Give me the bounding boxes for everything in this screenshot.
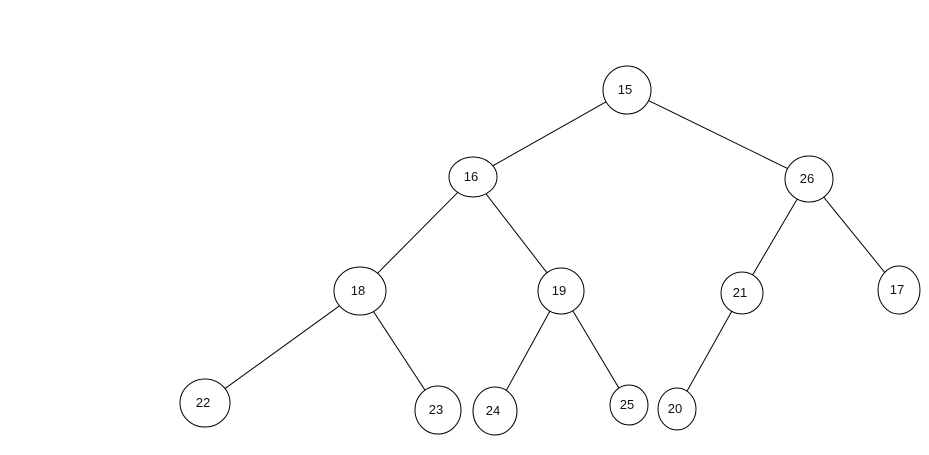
tree-node-22: 22 bbox=[179, 378, 231, 428]
tree-node-20: 20 bbox=[657, 387, 697, 431]
node-label: 24 bbox=[486, 403, 500, 418]
tree-node-23: 23 bbox=[414, 385, 462, 435]
tree-node-17: 17 bbox=[877, 265, 921, 315]
node-label: 18 bbox=[351, 283, 365, 298]
tree-edge-15-16 bbox=[492, 101, 607, 167]
node-label: 22 bbox=[196, 395, 210, 410]
tree-edge-15-26 bbox=[648, 100, 788, 169]
tree-node-25: 25 bbox=[609, 384, 649, 426]
tree-edge-18-22 bbox=[224, 305, 340, 389]
node-circle bbox=[720, 271, 764, 315]
tree-edge-18-23 bbox=[373, 311, 426, 391]
node-circle bbox=[537, 267, 585, 315]
tree-node-19: 19 bbox=[537, 267, 585, 315]
node-label: 20 bbox=[668, 401, 682, 416]
tree-node-24: 24 bbox=[472, 386, 518, 436]
node-circle bbox=[414, 385, 462, 435]
node-label: 17 bbox=[890, 282, 904, 297]
node-circle bbox=[657, 387, 697, 431]
tree-node-18: 18 bbox=[333, 266, 387, 316]
node-circle bbox=[179, 378, 231, 428]
node-label: 16 bbox=[464, 169, 478, 184]
tree-edge-19-25 bbox=[572, 310, 620, 389]
node-label: 23 bbox=[429, 402, 443, 417]
tree-node-16: 16 bbox=[448, 156, 498, 198]
tree-edge-26-21 bbox=[752, 198, 798, 276]
node-circle bbox=[448, 156, 498, 198]
tree-edge-19-24 bbox=[505, 310, 551, 391]
node-label: 25 bbox=[620, 397, 634, 412]
node-circle bbox=[877, 265, 921, 315]
tree-edge-16-19 bbox=[485, 193, 548, 274]
node-label: 15 bbox=[618, 82, 632, 97]
node-label: 21 bbox=[733, 285, 747, 300]
tree-node-15: 15 bbox=[602, 65, 652, 115]
node-circle bbox=[602, 65, 652, 115]
node-circle bbox=[333, 266, 387, 316]
node-circle bbox=[609, 384, 649, 426]
node-label: 26 bbox=[800, 171, 814, 186]
tree-edge-16-18 bbox=[377, 192, 459, 274]
tree-edge-21-20 bbox=[686, 311, 733, 392]
tree-node-21: 21 bbox=[720, 271, 764, 315]
node-circle bbox=[472, 386, 518, 436]
node-label: 19 bbox=[552, 283, 566, 298]
node-circle bbox=[784, 155, 834, 203]
tree-node-26: 26 bbox=[784, 155, 834, 203]
tree-edge-26-17 bbox=[823, 196, 886, 273]
